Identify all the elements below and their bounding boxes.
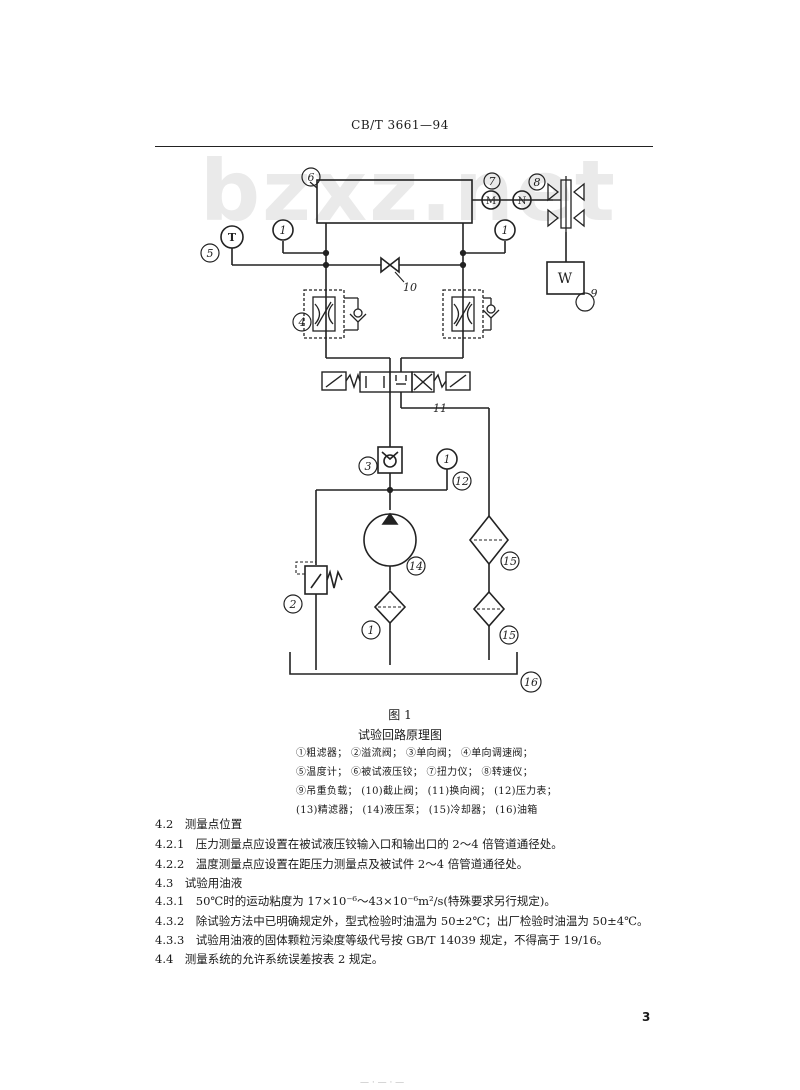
label-14: 14 — [409, 560, 423, 573]
figure-legend-line: ⑤温度计； ⑥被试液压铰； ⑦扭力仪； ⑧转速仪； — [296, 767, 534, 778]
label-4: 4 — [298, 316, 306, 329]
figure-number: 图 1 — [388, 708, 412, 722]
gauge-right-label: 1 — [502, 224, 509, 237]
shutoff-valve-symbol — [380, 256, 400, 274]
check-valve-ball — [383, 454, 397, 468]
hydraulic-circuit-diagram: 6 7 8 9 5 10 4 11 3 12 2 14 1 15 15 16 1… — [200, 167, 598, 693]
relief-pilot — [295, 561, 316, 575]
hanging-load-box — [546, 261, 585, 295]
callout-12 — [452, 471, 472, 491]
callout-15-lower — [499, 625, 519, 645]
callout-8 — [528, 173, 546, 191]
pressure-gauge-right — [494, 219, 516, 241]
junction-dot — [322, 261, 330, 269]
motor-letter: M — [486, 196, 496, 207]
tested-motor-box — [316, 179, 473, 224]
figure-title: 试验回路原理图 — [357, 728, 442, 742]
motor-leader — [309, 181, 318, 189]
throttle-check-valve-left — [303, 289, 367, 339]
junction-dot — [459, 261, 467, 269]
label-6: 6 — [308, 171, 315, 184]
speed-letter: N — [518, 196, 527, 207]
callout-15-upper — [500, 551, 520, 571]
junction-dot — [459, 249, 467, 257]
clause-text: 4.2.1 压力测量点应设置在被试液压铰输入口和输出口的 2～4 倍管道通径处。 — [155, 837, 563, 851]
footer-mark: — · — · — — [360, 1078, 405, 1088]
clause-text: 4.3.2 除试验方法中已明确规定外，型式检验时油温为 50±2℃；出厂检验时油… — [155, 914, 649, 928]
label-3: 3 — [365, 460, 372, 473]
label-9: 9 — [591, 287, 598, 300]
label-15-lower: 15 — [502, 629, 516, 642]
pressure-gauge-left — [272, 219, 294, 241]
callout-3 — [358, 456, 378, 476]
load-letter: W — [558, 271, 573, 287]
figure-legend-line: ①粗滤器； ②溢流阀； ③单向阀； ④单向调速阀； — [296, 748, 534, 759]
label-11: 11 — [433, 402, 447, 415]
label-1-bottom: 1 — [368, 624, 375, 637]
clause-text: 4.3.3 试验用油液的固体颗粒污染度等级代号按 GB/T 14039 规定，不… — [155, 933, 609, 947]
thermometer-letter: T — [228, 231, 237, 244]
callout-16 — [520, 671, 542, 693]
throttle-check-valve-right — [442, 289, 500, 339]
directional-valve-symbol — [321, 371, 471, 393]
callout-6 — [301, 167, 321, 187]
callout-10-leader — [394, 271, 405, 283]
label-10: 10 — [403, 281, 417, 294]
label-16: 16 — [524, 676, 538, 689]
figure-legend-line: (13)精滤器； (14)液压泵； (15)冷却器； (16)油箱 — [296, 805, 538, 816]
callout-2 — [283, 594, 303, 614]
oil-tank-symbol — [289, 652, 518, 675]
junction-dot — [386, 486, 394, 494]
figure-legend-line: ⑨吊重负载； (10)截止阀； (11)换向阀； (12)压力表； — [296, 786, 558, 797]
relief-spring — [326, 569, 343, 589]
pump-arrow — [381, 512, 399, 525]
label-15-upper: 15 — [503, 555, 517, 568]
relief-arrow — [310, 573, 322, 589]
thermometer-symbol — [220, 225, 244, 249]
section-heading: 4.3 试验用油液 — [155, 876, 243, 890]
callout-9-ring — [575, 292, 595, 312]
clause-text: 4.4 测量系统的允许系统误差按表 2 规定。 — [155, 952, 384, 966]
callout-4 — [292, 312, 312, 332]
junction-dot — [322, 249, 330, 257]
callout-14 — [406, 556, 426, 576]
header-rule — [155, 146, 653, 147]
label-8: 8 — [534, 176, 541, 189]
page-number: 3 — [642, 1010, 651, 1024]
clause-text: 4.3.1 50℃时的运动粘度为 17×10⁻⁶～43×10⁻⁶m²/s(特殊要… — [155, 894, 556, 908]
callout-5 — [200, 243, 220, 263]
gauge-pump-label: 1 — [444, 453, 451, 466]
label-7: 7 — [489, 175, 496, 188]
speed-meter-symbol — [512, 190, 532, 210]
check-valve-seat — [381, 451, 399, 461]
label-2: 2 — [289, 598, 297, 611]
clause-text: 4.2.2 温度测量点应设置在距压力测量点及被试件 2～4 倍管道通径处。 — [155, 857, 529, 871]
label-5: 5 — [207, 247, 214, 260]
section-heading: 4.2 测量点位置 — [155, 817, 243, 831]
torque-meter-symbol — [481, 190, 501, 210]
callout-7 — [483, 172, 501, 190]
callout-1-bottom — [361, 620, 381, 640]
label-12: 12 — [455, 475, 469, 488]
standard-code: CB/T 3661—94 — [351, 118, 449, 132]
gauge-left-label: 1 — [280, 224, 287, 237]
shaft-coupling-symbol — [547, 176, 585, 232]
